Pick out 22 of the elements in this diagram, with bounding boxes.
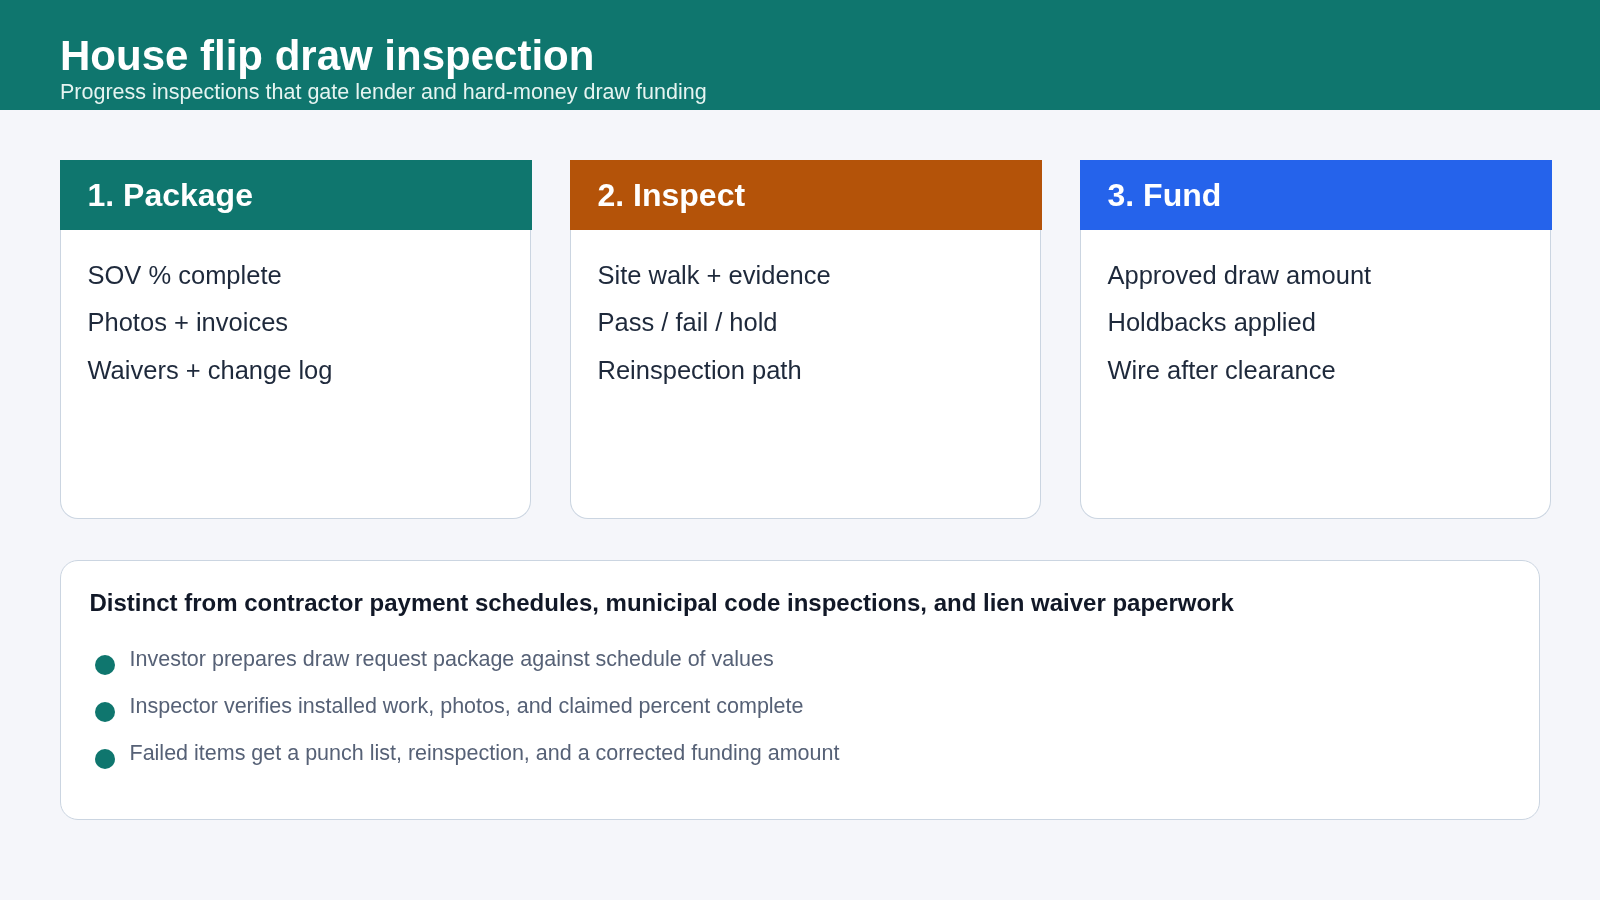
checklist-item: Pass / fail / hold	[597, 307, 779, 339]
step-heading: 2. Inspect	[569, 160, 1042, 230]
page-title: House flip draw inspection	[60, 32, 595, 80]
note-item: Failed items get a punch list, reinspection, and a corrected funding amount	[129, 740, 840, 767]
step-heading: 3. Fund	[1079, 160, 1552, 230]
checklist-item: Holdbacks applied	[1107, 307, 1317, 339]
checklist-item: Site walk + evidence	[597, 259, 832, 291]
step-card	[60, 160, 531, 519]
step-heading: 1. Package	[59, 160, 532, 230]
step-card	[570, 160, 1041, 519]
checklist-item: SOV % complete	[87, 259, 283, 291]
checklist-item: Photos + invoices	[87, 307, 290, 339]
checklist-item: Reinspection path	[597, 355, 803, 387]
note-panel	[60, 560, 1540, 820]
note-item: Inspector verifies installed work, photos, and claimed percent complete	[129, 693, 804, 720]
checklist-item: Wire after clearance	[1107, 355, 1337, 387]
checklist-item: Waivers + change log	[87, 355, 334, 387]
page-subtitle: Progress inspections that gate lender and hard-money draw funding	[60, 79, 707, 104]
note-heading: Distinct from contractor payment schedules, municipal code inspections, and lien waiver paperwork	[89, 589, 1235, 618]
step-card	[1080, 160, 1551, 519]
checklist-item: Approved draw amount	[1107, 259, 1373, 291]
note-item: Investor prepares draw request package against schedule of values	[129, 646, 774, 673]
